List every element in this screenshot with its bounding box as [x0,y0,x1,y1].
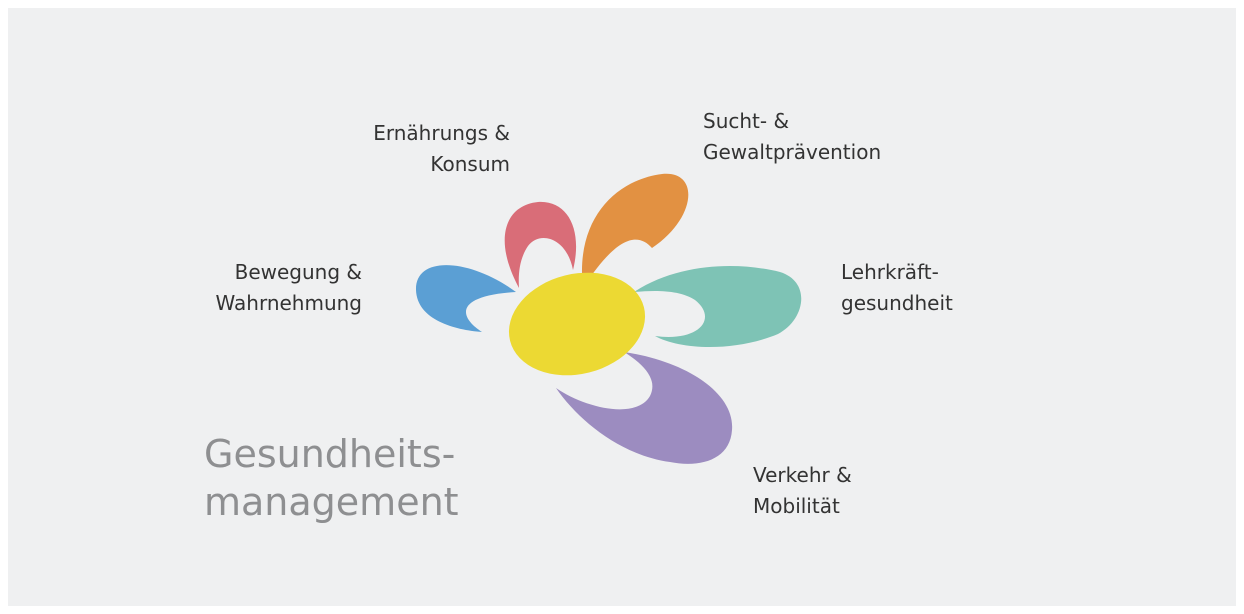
label-line: Ernährungs & [373,121,510,145]
label-line: Verkehr & [753,463,852,487]
label-line: Lehrkräft- [841,260,939,284]
title-line: Gesundheits- [204,432,456,476]
diagram-title: Gesundheits- management [204,430,459,526]
label-line: Mobilität [753,494,840,518]
petal-sucht [581,173,689,288]
label-line: Wahrnehmung [215,291,362,315]
label-lehrkraeftgesundheit: Lehrkräft- gesundheit [841,257,953,319]
petal-verkehr [556,352,733,464]
petal-bewegung [415,265,516,332]
label-line: Bewegung & [234,260,362,284]
label-line: Konsum [430,152,510,176]
petal-ernaehrung [504,201,577,288]
label-verkehr-mobilitaet: Verkehr & Mobilität [753,460,852,522]
label-ernaehrung-konsum: Ernährungs & Konsum [373,118,510,180]
label-bewegung-wahrnehmung: Bewegung & Wahrnehmung [216,257,362,319]
label-sucht-gewaltpraevention: Sucht- & Gewaltprävention [703,106,881,168]
label-line: Gewaltprävention [703,140,882,164]
petal-lehrkraft [634,266,802,347]
flower-center [508,272,646,376]
title-line: management [204,480,459,524]
label-line: Sucht- & [703,109,790,133]
label-line: gesundheit [841,291,953,315]
